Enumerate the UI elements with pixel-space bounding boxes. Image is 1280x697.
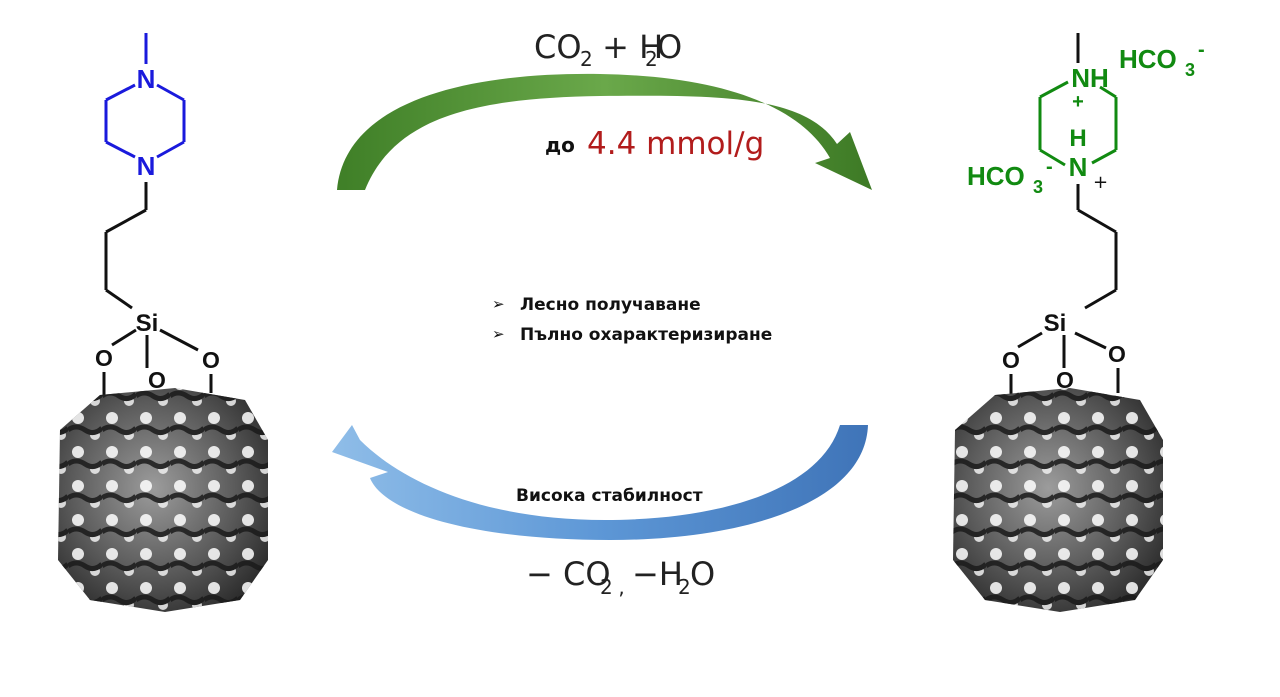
feature-list: ➢ Лесно получаване ➢ Пълно охарактеризир… [492,295,772,345]
silicon-atom: Si [136,310,159,337]
h2o-subscript: 2 [678,575,691,599]
propyl-chain [1009,184,1120,417]
nitrogen-atom: N [137,151,156,181]
mesoporous-silica-particle-icon [58,388,268,612]
bicarbonate-anion: HCO [967,161,1025,191]
oxygen-atom: O [148,367,166,393]
piperazinium-ring [1038,80,1118,167]
co2-subscript: 2 [600,575,613,599]
co-text: CO [534,28,582,66]
co2-subscript: 2 [580,47,593,71]
bullet-arrow-icon: ➢ [492,325,505,343]
feature-item-easy-preparation: Лесно получаване [520,295,701,315]
right-molecule: NH + H N + HCO 3 - HCO 3 - Si O O O [967,33,1205,417]
plus-h-text: + H [592,28,663,66]
negative-charge: - [1198,39,1205,61]
green-curved-arrow-icon [337,73,872,190]
o-text: O [657,28,682,66]
bicarbonate-subscript: 3 [1033,177,1043,197]
minus-co-text: − CO [526,555,611,593]
o-text: O [690,555,715,593]
oxygen-atom: O [1108,341,1126,367]
bicarbonate-subscript: 3 [1185,60,1195,80]
propyl-chain [102,182,213,395]
capacity-value: 4.4 mmol/g [587,126,764,162]
bottom-reaction-label: − CO 2 , −H 2 O [526,555,715,599]
nitrogen-atom: N [137,64,156,94]
minus-h-text: −H [632,555,683,593]
top-reaction-label: CO 2 + H 2 O [534,28,682,71]
h2o-subscript: 2 [645,47,658,71]
piperazine-ring [104,33,186,159]
left-molecule: N N Si O O O [95,33,220,395]
hydrogen-atom: H [1069,125,1086,152]
silicon-atom: Si [1044,310,1067,337]
bicarbonate-anion: HCO [1119,44,1177,74]
separator-text: , [612,575,631,599]
oxygen-atom: O [95,345,113,371]
positive-charge: + [1093,172,1108,193]
oxygen-atom: O [1056,367,1074,393]
bullet-arrow-icon: ➢ [492,295,505,313]
nitrogen-atom: N [1069,152,1088,182]
oxygen-atom: O [1002,347,1020,373]
blue-curved-arrow-icon [332,425,868,540]
oxygen-atom: O [202,347,220,373]
positive-charge: + [1072,91,1084,113]
stability-label: Висока стабилност [516,486,703,506]
nh-group: NH [1071,63,1109,93]
feature-item-full-characterization: Пълно охарактеризиране [520,325,772,345]
mesoporous-silica-particle-icon [953,388,1163,612]
capacity-prefix: до [545,133,575,157]
negative-charge: - [1046,156,1053,178]
